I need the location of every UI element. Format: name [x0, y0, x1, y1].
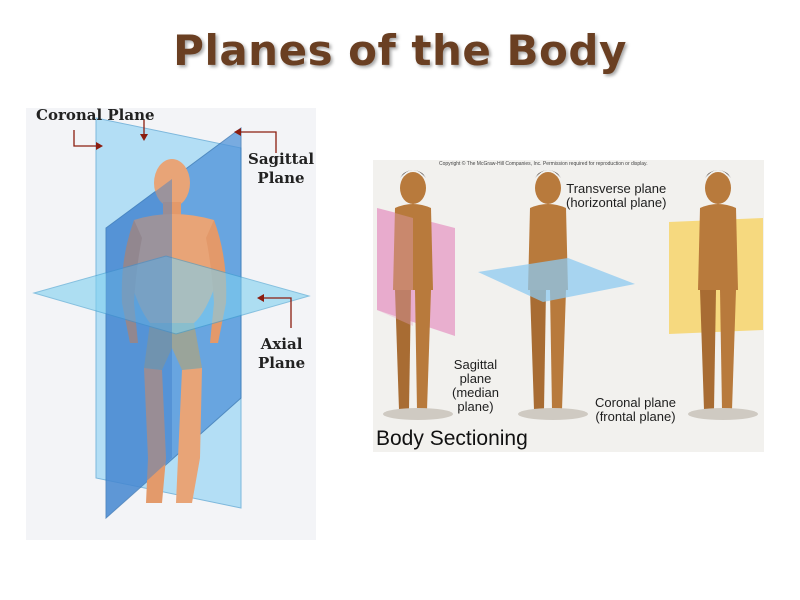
- coronal-plane-label: Coronal Plane: [36, 106, 155, 125]
- axial-plane-label: Axial Plane: [258, 335, 305, 373]
- sagittal-plane-label: Sagittal Plane: [248, 150, 314, 188]
- body-sectioning-illustration: Copyright © The McGraw-Hill Companies, I…: [373, 160, 764, 452]
- figure-3: [698, 170, 738, 410]
- sagittal-plane-label-right: Sagittal plane (median plane): [452, 358, 499, 414]
- coronal-plane-label-right: Coronal plane (frontal plane): [595, 396, 676, 424]
- planes-illustration: Coronal Plane Sagittal Plane Axial Plane: [26, 108, 316, 540]
- page-title: Planes of the Body: [0, 26, 800, 75]
- body-sectioning-caption: Body Sectioning: [376, 427, 528, 451]
- transverse-plane-label: Transverse plane (horizontal plane): [566, 182, 666, 210]
- transverse-plane: [478, 258, 635, 302]
- copyright-notice: Copyright © The McGraw-Hill Companies, I…: [439, 161, 648, 167]
